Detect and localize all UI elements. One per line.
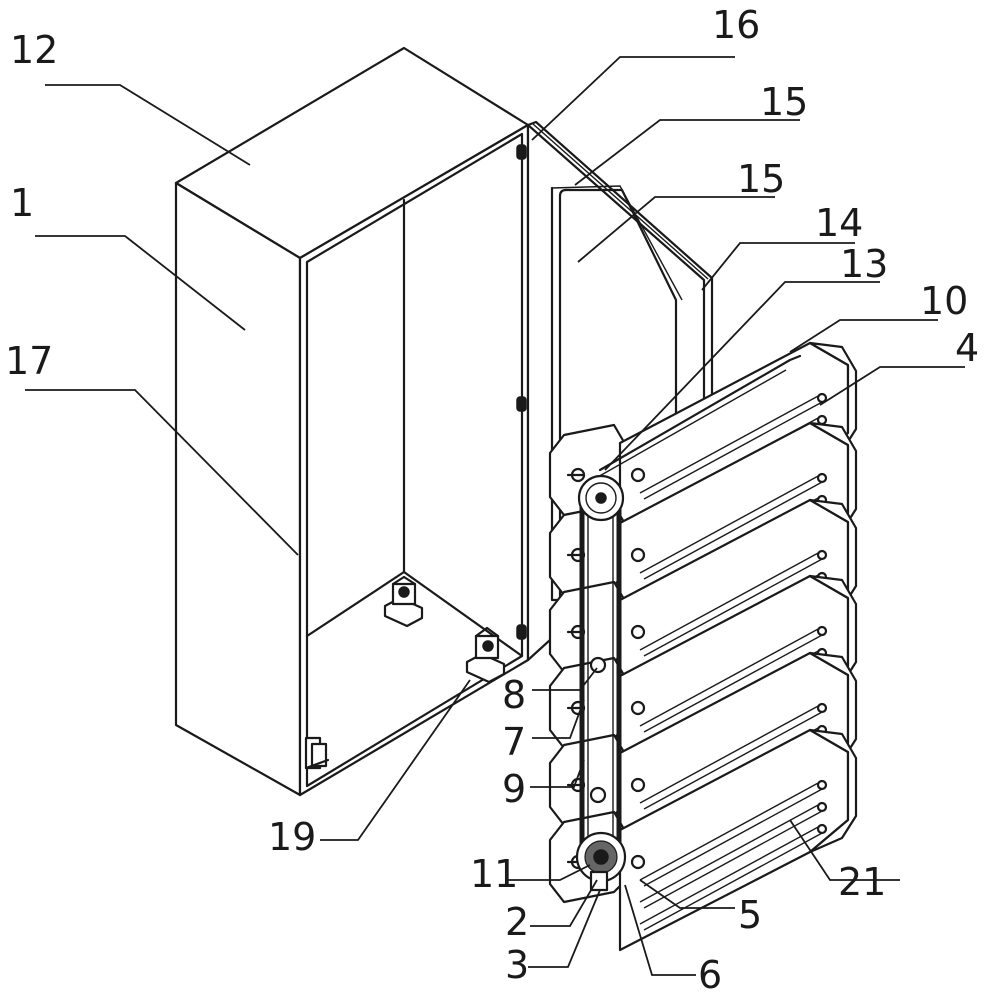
leader-21 [789,819,900,881]
label-8: 8 [502,673,526,717]
drum-slot [639,781,821,881]
tensioner-8 [589,656,607,674]
label-7: 7 [502,720,526,764]
label-19: 19 [268,815,316,859]
door-window [550,186,678,602]
label-6: 6 [698,953,722,997]
drum-end-cap [548,656,630,750]
leader-7 [532,699,585,739]
label-12: 12 [10,28,58,72]
drum-end-cap [548,580,630,674]
leader-2 [530,879,598,927]
label-5: 5 [738,893,762,937]
label-4: 10 [920,279,968,323]
leader-5 [639,879,735,909]
label-15a: 15 [760,80,808,124]
label-text: 12 16 15 15 14 13 10 4 1 17 8 7 9 19 11 … [5,3,979,997]
label-2: 2 [505,900,529,944]
bearing-seat-front [465,626,506,684]
top-belt [598,354,802,472]
label-3: 3 [505,943,529,987]
door-hinges [516,144,527,640]
drum-slot [639,825,821,925]
label-15b: 1 [10,181,34,225]
label-11: 11 [470,852,518,896]
label-13: 14 [815,201,863,245]
cabinet-left-side [174,181,302,797]
leader-6 [624,884,696,976]
chain-assembly [575,474,627,892]
label-9: 9 [502,767,526,811]
label-14: 15 [737,157,785,201]
drum-stack [548,341,858,952]
floor-bracket-left [304,736,330,770]
label-1: 4 [955,326,979,370]
label-16: 16 [712,3,760,47]
leader-8 [532,667,598,691]
leader-11 [505,864,591,881]
leader-16 [531,56,735,141]
drum-slot [639,394,821,494]
drum-slot [639,474,821,574]
leader-15b [35,235,246,331]
leader-15a [574,119,800,186]
leader-3 [528,889,601,968]
floor-back-left [305,570,406,638]
top-sprocket [577,474,625,522]
leader-1 [819,366,965,406]
leader-12 [45,84,251,166]
leader-13 [701,242,855,291]
bearing-seat-back [383,575,424,628]
drum-end-cap [548,503,630,597]
bottom-sprocket [575,831,627,892]
leader-10 [604,281,880,471]
leader-19 [320,679,471,841]
leader-17 [25,389,299,556]
leader-lines [25,56,965,976]
door-edge [526,120,714,492]
cabinet [174,46,530,797]
drum-end-cap [548,733,630,827]
leader-14 [577,196,775,263]
drum-back-face [808,728,858,854]
drum-slot [639,704,821,804]
drum-slot [639,627,821,727]
leader-4 [789,319,938,353]
label-17: 17 [5,339,53,383]
drum-slot [639,551,821,651]
leader-9 [530,759,585,788]
label-21: 21 [838,860,886,904]
floor-back-right [402,570,524,658]
label-10: 13 [840,242,888,286]
